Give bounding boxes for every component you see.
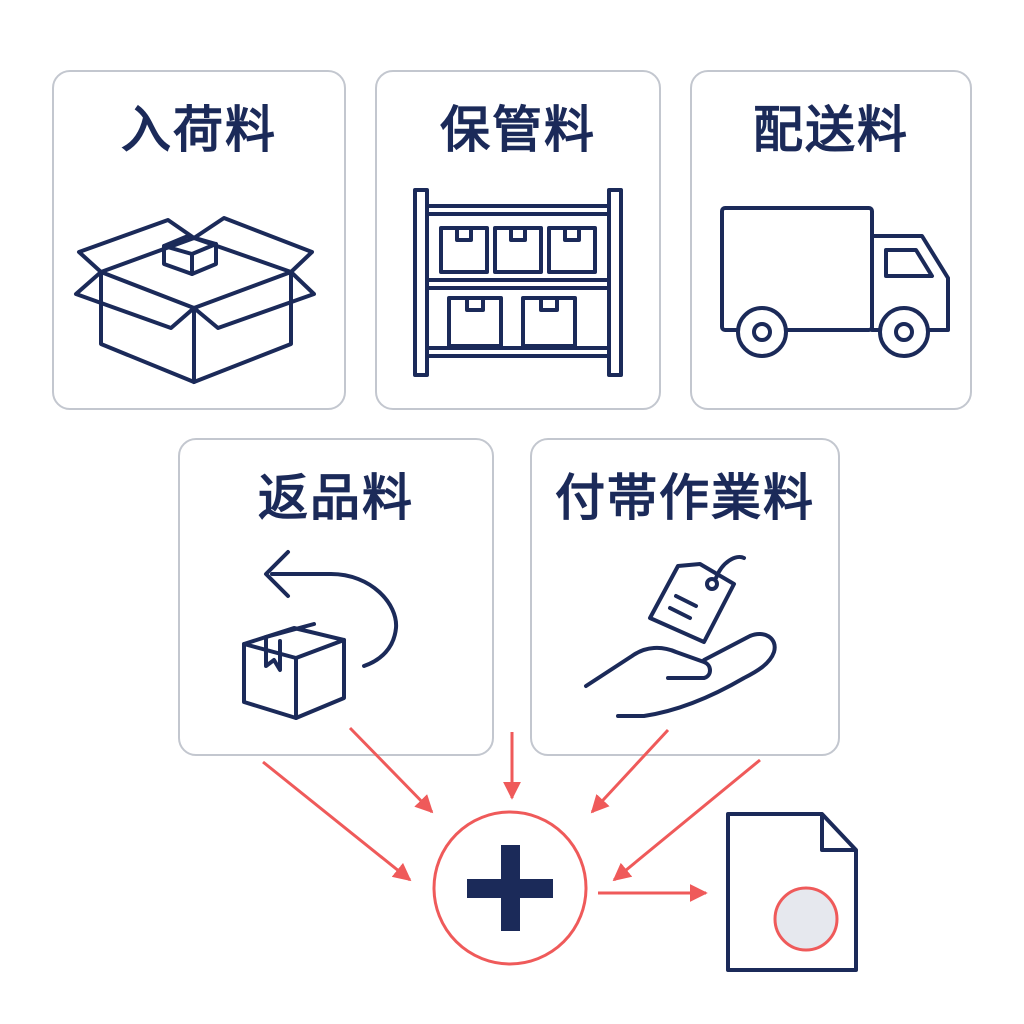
open-box-icon — [74, 216, 316, 384]
card-receiving-fee: 入荷料 — [52, 70, 346, 410]
card-title-receiving-fee: 入荷料 — [121, 101, 277, 159]
arrow-from-return-fee — [348, 726, 434, 814]
arrow-from-right-area — [612, 758, 761, 882]
storage-shelf-icon — [413, 188, 623, 377]
card-return-fee: 返品料 — [178, 438, 494, 756]
arrow-from-left-area — [262, 760, 412, 882]
card-title-return-fee: 返品料 — [258, 469, 414, 527]
arrow-from-ancillary-fee — [590, 728, 670, 814]
card-title-ancillary-work-fee: 付帯作業料 — [555, 469, 815, 527]
delivery-truck-icon — [720, 206, 950, 358]
card-storage-fee: 保管料 — [375, 70, 661, 410]
return-package-icon — [242, 550, 399, 720]
card-title-storage-fee: 保管料 — [440, 101, 596, 159]
card-title-shipping-fee: 配送料 — [753, 101, 909, 159]
card-shipping-fee: 配送料 — [690, 70, 972, 410]
plus-icon — [432, 810, 588, 966]
invoice-document-icon — [726, 812, 858, 972]
card-ancillary-work-fee: 付帯作業料 — [530, 438, 840, 756]
hand-tag-icon — [584, 555, 777, 718]
